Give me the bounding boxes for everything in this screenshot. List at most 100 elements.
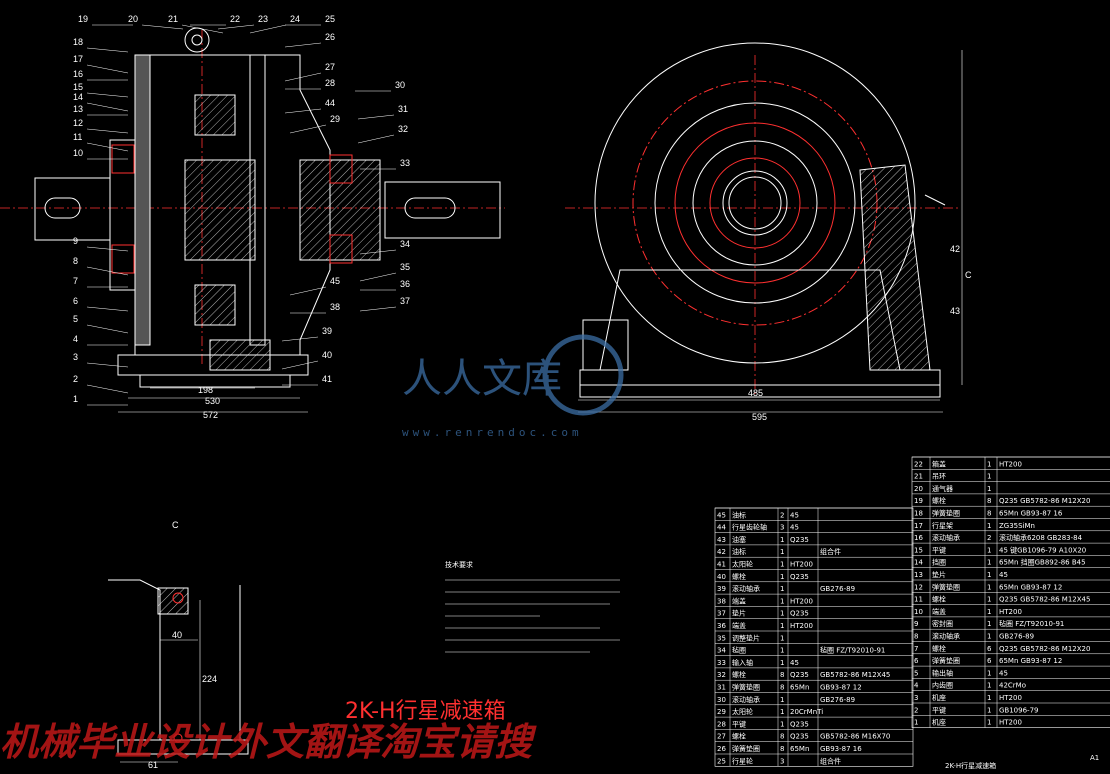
bom-cell: 11 [914, 596, 923, 604]
bom-cell: 8 [987, 510, 991, 518]
bom-cell: 毡圈 [732, 646, 746, 655]
bom-cell: 1 [780, 708, 784, 716]
dim-left-inner: 530 [205, 396, 220, 406]
part-label: 24 [290, 14, 300, 24]
bom-cell: 65Mn 挡圈GB892-86 B45 [999, 558, 1086, 567]
title-block-scale: A1 [1090, 754, 1099, 762]
bom-cell: 65Mn [790, 745, 809, 753]
bom-cell: 7 [914, 645, 918, 653]
bom-cell: 弹簧垫圈 [932, 656, 960, 665]
dim-detail-h: 224 [202, 674, 217, 684]
bom-cell: Q235 GB5782-86 M12X45 [999, 596, 1090, 604]
left-sectional-view [0, 27, 505, 413]
bom-cell: 滚动轴承 [732, 584, 760, 593]
bom-cell: 42CrMo [999, 682, 1026, 690]
bom-cell: 1 [987, 460, 991, 468]
leader-line [86, 246, 129, 252]
part-label: 36 [400, 279, 410, 289]
bom-cell: 5 [914, 669, 918, 677]
bom-cell: 65Mn [790, 684, 809, 692]
bom-cell: 6 [914, 657, 919, 665]
part-label: 19 [78, 14, 88, 24]
dim-detail-base: 61 [148, 760, 158, 770]
bom-cell: 滚动轴承 [932, 533, 960, 542]
watermark-url: www.renrendoc.com [402, 426, 583, 439]
bom-cell: 44 [717, 524, 726, 532]
bom-cell: 45 键GB1096-79 A10X20 [999, 545, 1086, 554]
bom-cell: Q235 [790, 610, 809, 618]
bom-cell: 20 [914, 485, 923, 493]
bom-cell: 输出轴 [932, 668, 953, 677]
bom-cell: 16 [914, 534, 923, 542]
bom-cell: Q235 GB5782-86 M12X20 [999, 497, 1090, 505]
bom-cell: 36 [717, 622, 726, 630]
leader-line [86, 142, 129, 152]
dim-left-inner2: 198 [198, 385, 213, 395]
leader-line [281, 360, 319, 370]
bom-cell: 1 [780, 647, 784, 655]
bom-cell: 26 [717, 745, 726, 753]
bom-cell: Q235 [790, 720, 809, 728]
leader-line [86, 64, 129, 74]
part-label: 4 [73, 334, 78, 344]
bom-cell: 1 [780, 610, 784, 618]
bom-cell: 弹簧垫圈 [932, 582, 960, 591]
bom-cell: 1 [987, 694, 991, 702]
bom-cell: 4 [914, 682, 919, 690]
bom-cell: 19 [914, 497, 923, 505]
bom-cell: 密封圈 [932, 619, 953, 628]
bom-cell: 端盖 [732, 596, 746, 605]
bom-cell: 45 [790, 524, 799, 532]
leader-line [86, 266, 129, 276]
bom-cell: Q235 [790, 671, 809, 679]
bom-cell: 29 [717, 708, 726, 716]
bom-cell: 螺栓 [732, 670, 746, 679]
bom-cell: 油标 [732, 510, 746, 519]
bom-cell: 1 [987, 682, 991, 690]
leader-line [281, 336, 319, 342]
part-label: 1 [73, 394, 78, 404]
leader-line [359, 249, 397, 255]
part-label: 18 [73, 37, 83, 47]
bom-cell: 弹簧垫圈 [932, 509, 960, 518]
leader-line [359, 272, 397, 282]
bom-cell: 45 [999, 571, 1008, 579]
leader-line [86, 306, 129, 312]
bom-cell: 45 [717, 511, 726, 519]
bom-cell: 平键 [932, 705, 946, 714]
bom-cell: 8 [780, 745, 784, 753]
bom-cell: 17 [914, 522, 923, 530]
notes-title: 技术要求 [445, 560, 473, 569]
leader-line [86, 362, 129, 368]
leader-line [357, 134, 395, 144]
leader-line [284, 42, 322, 48]
part-label: 16 [73, 69, 83, 79]
part-label: 45 [330, 276, 340, 286]
part-label: 11 [73, 132, 82, 142]
bom-cell: 1 [780, 720, 784, 728]
bom-cell: 1 [987, 719, 991, 727]
part-label: 39 [322, 326, 332, 336]
bom-cell: 平键 [932, 545, 946, 554]
bom-cell: 1 [780, 585, 784, 593]
bom-cell: 3 [780, 524, 784, 532]
bom-cell: 9 [914, 620, 918, 628]
bom-cell: 平键 [732, 719, 746, 728]
leader-line [289, 124, 327, 134]
bom-cell: 太阳轮 [732, 560, 753, 569]
section-label-c: C [172, 520, 179, 530]
bom-cell: 65Mn GB93-87 12 [999, 583, 1062, 591]
part-label: 32 [398, 124, 408, 134]
bom-cell: 行星齿轮轴 [732, 523, 767, 532]
part-label: 9 [73, 236, 78, 246]
leader-line [181, 24, 224, 34]
bom-cell: 43 [717, 536, 726, 544]
bom-cell: 太阳轮 [732, 707, 753, 716]
bom-cell: 30 [717, 696, 726, 704]
bom-cell: Q235 [790, 536, 809, 544]
part-label: 40 [322, 350, 332, 360]
tech-notes-lines [445, 579, 620, 653]
bom-cell: 弹簧垫圈 [732, 683, 760, 692]
